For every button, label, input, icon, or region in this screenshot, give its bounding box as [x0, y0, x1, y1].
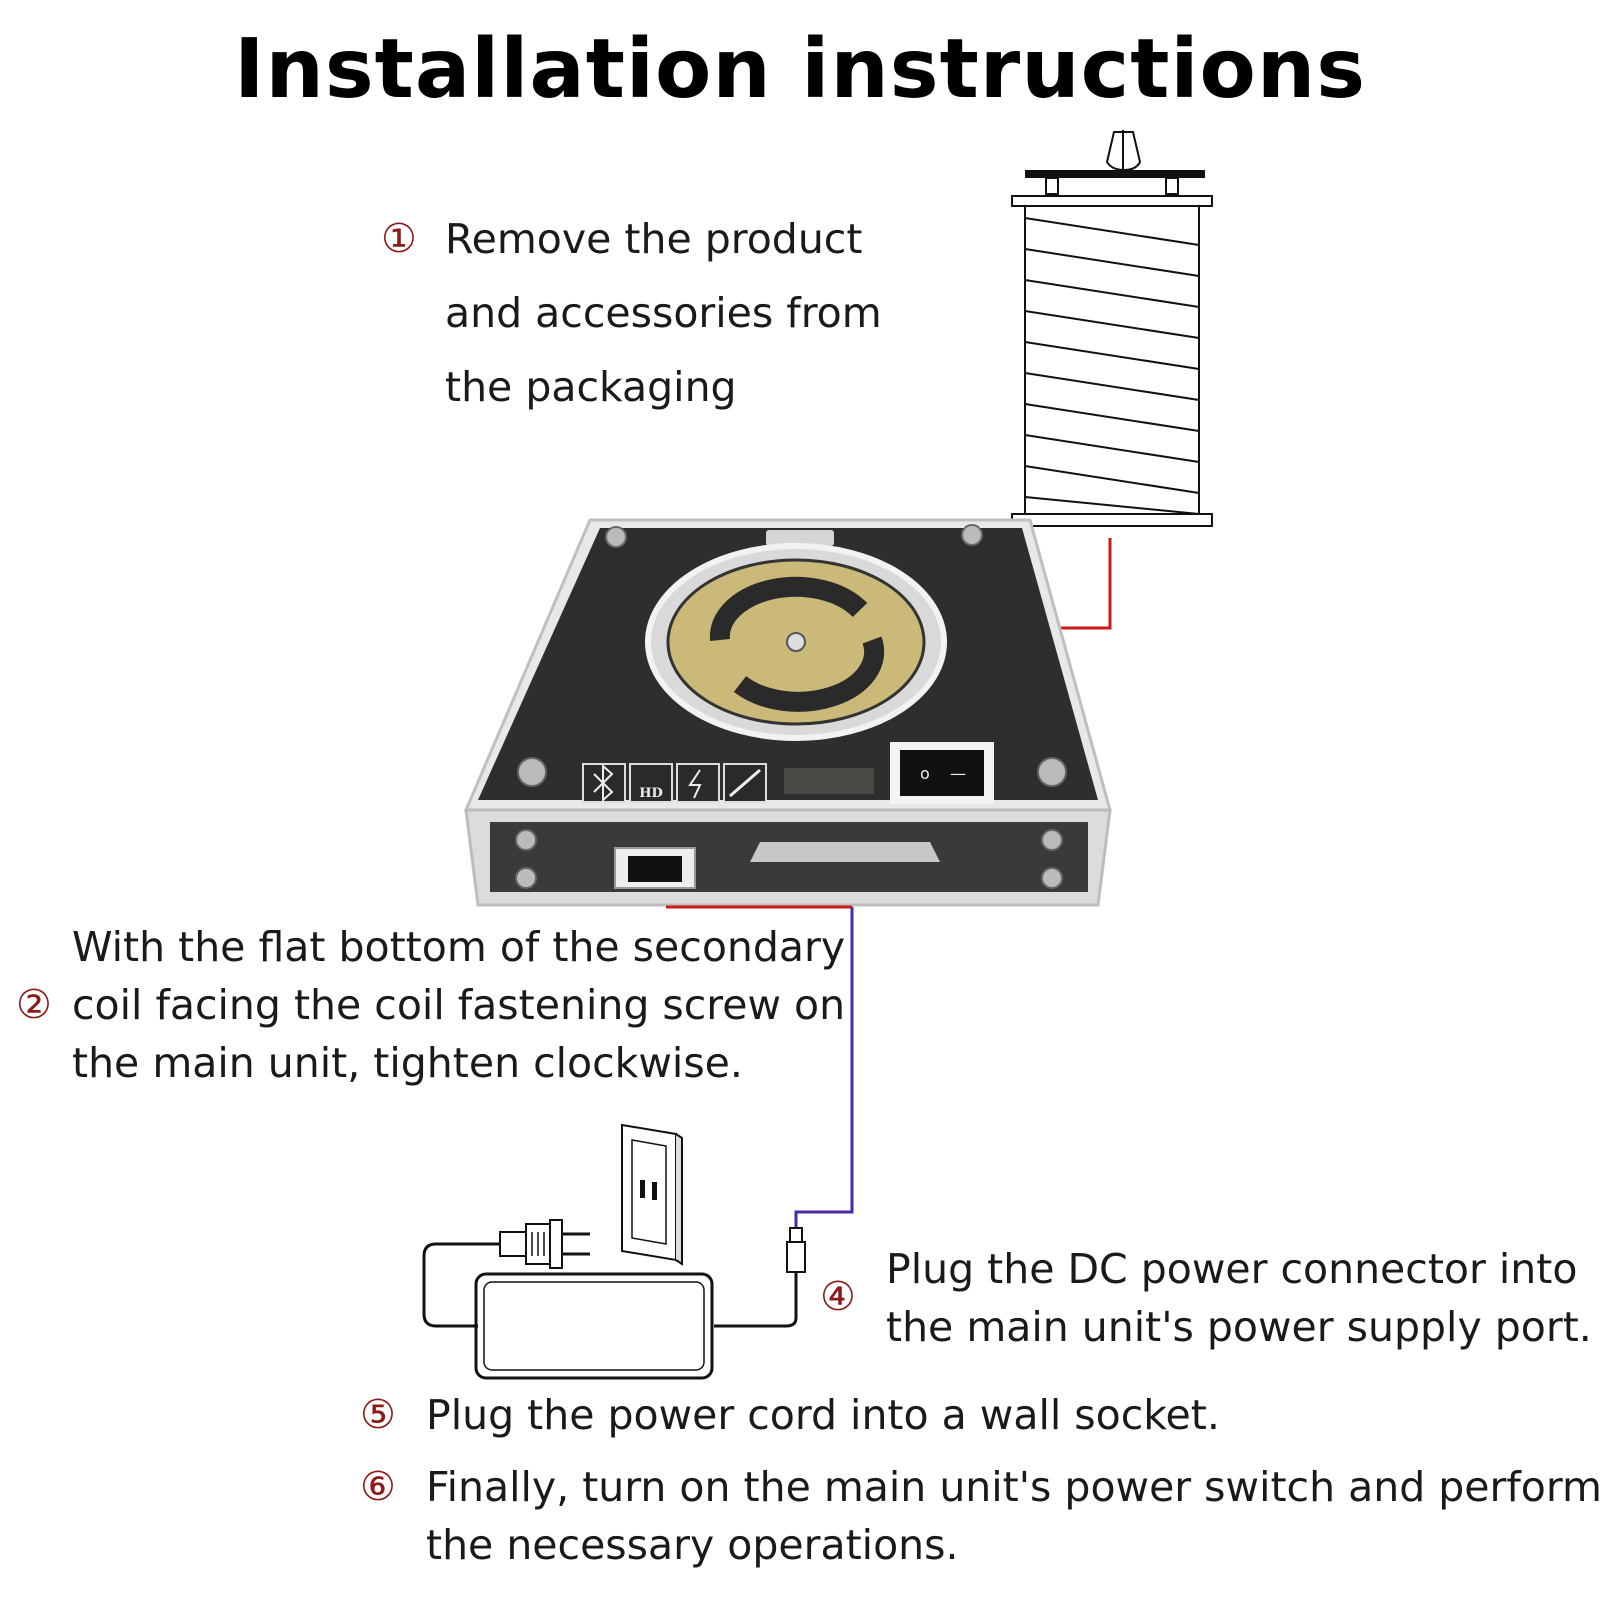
page-title: Installation instructions: [233, 22, 1367, 117]
step-2-line-3: the main unit, tighten clockwise.: [72, 1039, 743, 1087]
step-2: ② With the flat bottom of the secondary …: [16, 918, 846, 1092]
switch-on-label: —: [950, 764, 966, 783]
step-2-line-2: coil facing the coil fastening screw on: [72, 981, 846, 1029]
wall-socket: [621, 1123, 683, 1266]
step-5-number: ⑤: [360, 1392, 396, 1438]
step-6-line-1: Finally, turn on the main unit's power s…: [426, 1463, 1600, 1511]
music-hd-icon: [629, 763, 673, 803]
step-4-line-2: the main unit's power supply port.: [886, 1303, 1592, 1351]
step-4: ④ Plug the DC power connector into the m…: [820, 1240, 1592, 1356]
hd-label: HD: [639, 786, 663, 801]
screw-icon: [515, 524, 1067, 889]
step-1-number: ①: [381, 216, 417, 262]
step-6: ⑥ Finally, turn on the main unit's power…: [360, 1458, 1600, 1574]
step-2-number: ②: [16, 982, 52, 1028]
panel-icons: HD: [582, 763, 767, 803]
step-1-line-3: the packaging: [445, 363, 737, 411]
step-1-line-2: and accessories from: [445, 289, 882, 337]
power-icon: [676, 763, 720, 803]
step-1-line-1: Remove the product: [445, 215, 863, 263]
dc-cable-line: [794, 907, 854, 1228]
power-switch: o —: [890, 742, 994, 804]
secondary-coil: [1011, 130, 1213, 527]
power-adapter: [422, 1219, 798, 1380]
dc-plug: [786, 1227, 806, 1273]
step-6-number: ⑥: [360, 1464, 396, 1510]
step-5-line-1: Plug the power cord into a wall socket.: [426, 1391, 1220, 1439]
main-unit: HD o —: [463, 518, 1112, 907]
step-4-number: ④: [820, 1274, 856, 1320]
step-6-line-2: the necessary operations.: [426, 1521, 959, 1569]
step-2-line-1: With the flat bottom of the secondary: [72, 923, 846, 971]
step-1: ① Remove the product and accessories fro…: [381, 210, 882, 416]
step-4-line-1: Plug the DC power connector into: [886, 1245, 1578, 1293]
switch-off-label: o: [920, 764, 930, 783]
step-5: ⑤ Plug the power cord into a wall socket…: [360, 1386, 1220, 1444]
